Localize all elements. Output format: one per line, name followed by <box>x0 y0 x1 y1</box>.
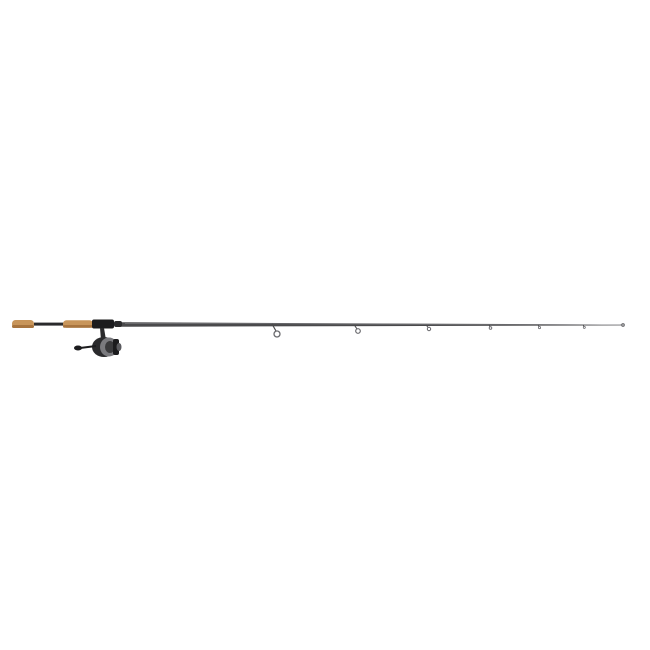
reel-seat-nut <box>114 321 122 327</box>
reel-handle-arm <box>79 345 97 349</box>
rod-guide <box>537 324 542 330</box>
butt-cap-shade <box>12 325 34 328</box>
rod-guide <box>582 324 586 329</box>
rod-guide <box>271 323 281 338</box>
rear-grip-shaft <box>34 322 64 326</box>
rod-guides <box>271 323 625 338</box>
rod-guide <box>488 324 493 330</box>
rod-guide <box>353 324 361 334</box>
spinning-reel <box>74 337 122 357</box>
fore-cork-grip-shade <box>63 325 93 328</box>
reel-seat <box>92 319 114 329</box>
reel-foot <box>100 328 106 340</box>
reel-bail <box>113 339 119 355</box>
reel-drag-knob <box>116 343 122 351</box>
rod-guide <box>425 324 432 332</box>
reel-spool-inner <box>105 341 115 353</box>
rod-blank <box>120 322 624 327</box>
rod-tip-top <box>621 323 625 327</box>
reel-handle-knob <box>74 345 82 351</box>
rod-blank-highlight <box>124 323 621 326</box>
